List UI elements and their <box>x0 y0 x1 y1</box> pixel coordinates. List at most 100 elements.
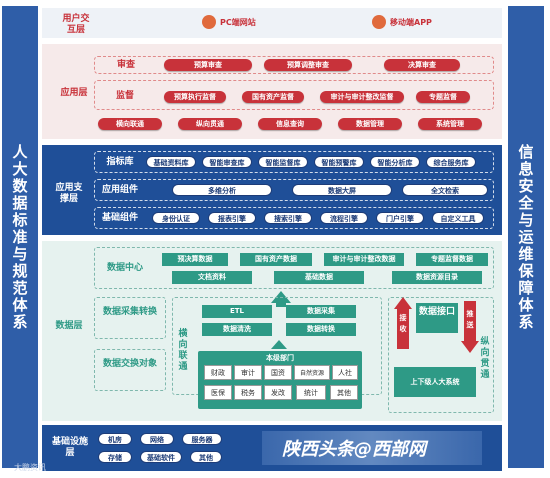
dept-item: 医保 <box>204 385 232 400</box>
indicator-item: 智能监督库 <box>258 156 308 168</box>
standards-bar: 人大数据标准与规范体系 <box>2 6 38 468</box>
app-bottom-item: 横向联通 <box>98 118 162 130</box>
collect-item: 数据清洗 <box>202 323 272 336</box>
dept-item: 发改 <box>264 385 292 400</box>
review-title: 审查 <box>116 60 135 70</box>
review-item: 决算审查 <box>384 59 460 71</box>
component-item: 多维分析 <box>172 184 272 196</box>
basic-item: 报表引擎 <box>208 212 256 224</box>
dept-arrow <box>271 340 287 349</box>
collect-item: 数据转换 <box>286 323 356 336</box>
collect-label-box <box>94 297 166 339</box>
indicator-item: 基础资料库 <box>146 156 196 168</box>
collect-item: ETL <box>202 305 272 318</box>
interface-box <box>416 303 458 333</box>
app-bottom-item: 信息查询 <box>258 118 322 130</box>
supervise-title: 监督 <box>115 91 134 101</box>
send-arrow <box>461 341 479 353</box>
exchange-label-box <box>94 349 166 391</box>
watermark-main: 陕西头条@西部网 <box>282 439 426 460</box>
data-layer-label: 数据层 <box>55 321 83 331</box>
review-item: 预算审查 <box>164 59 252 71</box>
infra-item: 基础软件 <box>140 451 182 463</box>
center-item: 国有资产数据 <box>240 253 312 266</box>
mobile-app-item: 移动端APP <box>372 15 432 29</box>
indicator-item: 综合服务库 <box>426 156 476 168</box>
exchange-title: 数据交换对象 <box>102 359 157 369</box>
app-bottom-item: 数据管理 <box>338 118 402 130</box>
center-item: 审计与审计整改数据 <box>324 253 404 266</box>
basic-item: 流程引擎 <box>320 212 368 224</box>
user-layer-label: 用户交互层 <box>62 14 90 35</box>
interface-region <box>388 297 494 413</box>
up-arrow-shaft <box>276 303 286 307</box>
dept-item: 人社 <box>332 365 358 380</box>
center-item: 基础数据 <box>274 271 364 284</box>
infra-item: 其他 <box>190 451 222 463</box>
security-bar: 信息安全与运维保障体系 <box>508 6 544 468</box>
send-shaft <box>464 301 476 341</box>
dept-item: 审计 <box>234 365 262 380</box>
pc-icon <box>202 15 216 29</box>
infra-layer: 基础设施层 机房 网络 服务器 存储 基础软件 其他 陕西头条@西部网 <box>42 425 502 471</box>
review-row <box>94 56 494 74</box>
watermark-corner: 大鹏资讯 <box>14 463 46 472</box>
app-bottom-item: 纵向贯通 <box>178 118 242 130</box>
vertical-label: 纵向贯通 <box>480 337 490 380</box>
data-center-box <box>94 247 494 289</box>
supervise-item: 审计与审计整改监督 <box>320 91 404 103</box>
horizontal-label: 横向联通 <box>178 329 188 372</box>
upper-system-box <box>394 367 476 397</box>
supervise-row <box>94 80 494 110</box>
center-item: 数据资源目录 <box>392 271 482 284</box>
basic-item: 门户引擎 <box>376 212 424 224</box>
supervise-item: 预算执行监督 <box>164 91 226 103</box>
support-layer: 应用支撑层 指标库 基础资料库 智能审查库 智能监督库 智能预警库 智能分析库 … <box>42 145 502 235</box>
dept-item: 自然资源 <box>294 365 330 380</box>
infra-item: 机房 <box>98 433 132 445</box>
data-layer: 数据层 数据中心 预决算数据 国有资产数据 审计与审计整改数据 专题监督数据 文… <box>42 241 502 421</box>
indicator-item: 智能审查库 <box>202 156 252 168</box>
dept-item: 财政 <box>204 365 232 380</box>
infra-item: 存储 <box>98 451 132 463</box>
app-bottom-item: 系统管理 <box>418 118 482 130</box>
dept-item: 税务 <box>234 385 262 400</box>
recv-arrow <box>394 297 412 309</box>
dept-title: 本级部门 <box>266 354 294 362</box>
center-item: 文档资料 <box>172 271 252 284</box>
data-center-title: 数据中心 <box>106 263 143 273</box>
infra-item: 网络 <box>140 433 174 445</box>
dept-item: 其他 <box>330 385 358 400</box>
center-item: 专题监督数据 <box>416 253 488 266</box>
indicator-row <box>94 151 494 173</box>
mobile-icon <box>372 15 386 29</box>
send-label: 推送 <box>466 310 474 329</box>
user-layer: 用户交互层 PC端网站 移动端APP <box>42 8 502 38</box>
interface-title: 数据接口 <box>418 307 455 317</box>
app-layer: 应用层 审查 预算审查 预算调整审查 决算审查 监督 预算执行监督 国有资产监督… <box>42 44 502 139</box>
indicator-title: 指标库 <box>106 157 134 167</box>
component-item: 全文检索 <box>402 184 488 196</box>
upper-system-label: 上下级人大系统 <box>410 378 460 386</box>
component-title: 应用组件 <box>101 185 138 195</box>
indicator-item: 智能分析库 <box>370 156 420 168</box>
basic-item: 搜索引擎 <box>264 212 312 224</box>
basic-item: 身份认证 <box>152 212 200 224</box>
dept-item: 国资 <box>264 365 292 380</box>
app-layer-label: 应用层 <box>60 88 88 98</box>
collect-title: 数据采集转换 <box>102 307 157 317</box>
infra-layer-label: 基础设施层 <box>52 437 89 458</box>
center-item: 预决算数据 <box>162 253 228 266</box>
supervise-item: 专题监督 <box>416 91 470 103</box>
pc-site-item: PC端网站 <box>202 15 256 29</box>
indicator-item: 智能预警库 <box>314 156 364 168</box>
server-image <box>262 431 482 465</box>
supervise-item: 国有资产监督 <box>242 91 304 103</box>
support-layer-label: 应用支撑层 <box>55 183 83 204</box>
infra-item: 服务器 <box>182 433 222 445</box>
basic-item: 自定义工具 <box>432 212 484 224</box>
review-item: 预算调整审查 <box>264 59 352 71</box>
dept-item: 统计 <box>296 385 326 400</box>
recv-shaft <box>397 309 409 349</box>
component-item: 数据大屏 <box>292 184 392 196</box>
